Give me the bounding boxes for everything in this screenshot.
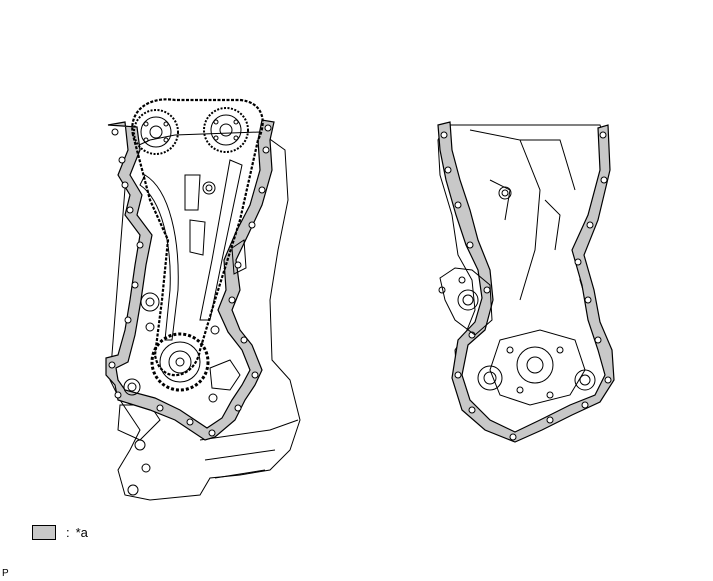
block-bolt [210, 325, 220, 335]
cover-gasket [437, 121, 615, 443]
water-jacket-slot [231, 239, 247, 275]
bracket-boss [457, 289, 479, 311]
bracket-bolt [127, 484, 139, 496]
pump-rotor [516, 346, 554, 384]
crank-seal [483, 371, 497, 385]
legend-label: *a [75, 524, 88, 540]
oil-pan-detail [199, 419, 299, 479]
cover-rib [489, 179, 561, 251]
block-bolt [145, 322, 155, 332]
bracket-boss [462, 294, 474, 306]
crankshaft-sprocket [150, 332, 210, 392]
block-bolt [208, 393, 218, 403]
pump-rotor [526, 356, 544, 374]
pump-bolt [506, 346, 514, 354]
legend-swatch [32, 524, 56, 540]
drain-plug [123, 378, 141, 396]
oil-pump-boss [140, 292, 160, 312]
engine-front-view [105, 98, 301, 501]
pump-bolt [556, 346, 564, 354]
camshaft-sprocket-intake [133, 109, 179, 155]
camshaft-sprocket-exhaust [203, 107, 249, 153]
drain-plug [127, 382, 137, 392]
pump-port [574, 369, 596, 391]
block-ribs [184, 174, 206, 256]
crank-seal [477, 365, 503, 391]
pump-port [579, 374, 591, 386]
cover-bolt-boss [501, 189, 509, 197]
cover-bolt-boss [498, 186, 512, 200]
timing-cover-gasket [105, 119, 275, 441]
idler-bolt [202, 181, 216, 195]
chain-tensioner-right [199, 159, 243, 321]
idler-bolt [205, 184, 213, 192]
side-bracket [439, 267, 493, 336]
cover-rib [469, 129, 576, 301]
bracket-bolt [438, 286, 446, 294]
bracket-bolt [458, 276, 466, 284]
gasket-bolt-holes [108, 124, 272, 437]
bracket-bolt [141, 463, 151, 473]
pump-bolt [546, 391, 554, 399]
pump-bolt [516, 386, 524, 394]
bracket-bolt [134, 439, 146, 451]
legend: : *a [32, 523, 88, 541]
legend-separator: : [66, 524, 70, 540]
cover-plate [209, 359, 241, 391]
chain-guide-left [139, 174, 179, 341]
corner-code: P [2, 568, 9, 579]
engine-block-outline [109, 131, 301, 501]
oil-pump-boss [145, 297, 155, 307]
oil-pump-housing [489, 329, 586, 406]
timing-cover-view [437, 121, 615, 443]
